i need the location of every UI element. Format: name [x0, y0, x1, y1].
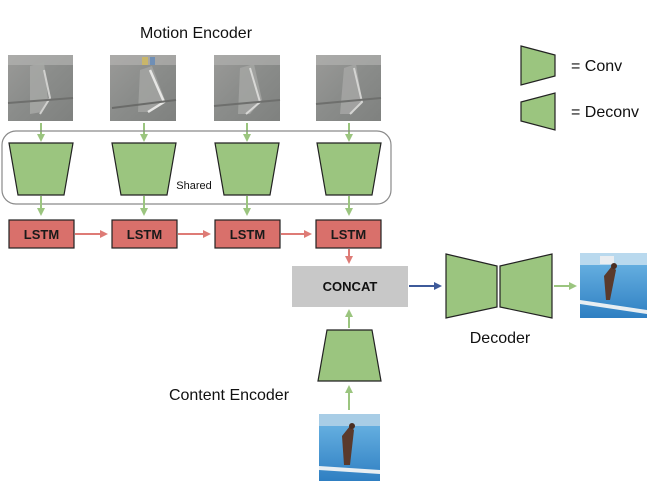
decoder-block [445, 253, 553, 319]
conv-encoder-1 [8, 142, 74, 196]
conv-encoder-3 [214, 142, 280, 196]
lstm-cell-1: LSTM [8, 219, 75, 249]
lstm-cell-2: LSTM [111, 219, 178, 249]
content-conv-encoder [317, 329, 382, 382]
legend-deconv-label: = Deconv [571, 104, 639, 121]
legend-deconv-icon [520, 92, 556, 131]
legend-conv-icon [520, 45, 556, 86]
motion-frame-2 [110, 55, 177, 121]
motion-frame-4 [315, 55, 382, 121]
concat-label: CONCAT [323, 279, 378, 294]
concat-block [292, 266, 408, 307]
motion-frame-3 [213, 55, 281, 121]
shared-container [1, 130, 392, 205]
motion-frame-1 [7, 55, 74, 121]
decoder-label: Decoder [470, 330, 531, 347]
motion-conv-blocks [8, 142, 382, 196]
legend-conv-label: = Conv [571, 58, 622, 75]
lstm-recurrent-arrows [75, 230, 353, 264]
output-frame [580, 253, 647, 318]
content-encoder-label: Content Encoder [169, 387, 290, 404]
lstm-label: LSTM [24, 227, 59, 242]
lstm-label: LSTM [331, 227, 366, 242]
motion-encoder-title: Motion Encoder [140, 25, 253, 42]
encoder-to-lstm-arrows [37, 196, 353, 216]
legend: = Conv = Deconv [520, 45, 639, 131]
lstm-cell-3: LSTM [214, 219, 281, 249]
decoder-conv [445, 253, 498, 319]
conv-encoder-2 [111, 142, 177, 196]
conv-encoder-4 [316, 142, 382, 196]
shared-label: Shared [176, 180, 211, 192]
lstm-label: LSTM [127, 227, 162, 242]
content-frame [319, 414, 380, 481]
lstm-cell-4: LSTM [315, 219, 382, 249]
lstm-label: LSTM [230, 227, 265, 242]
decoder-deconv [499, 253, 553, 319]
